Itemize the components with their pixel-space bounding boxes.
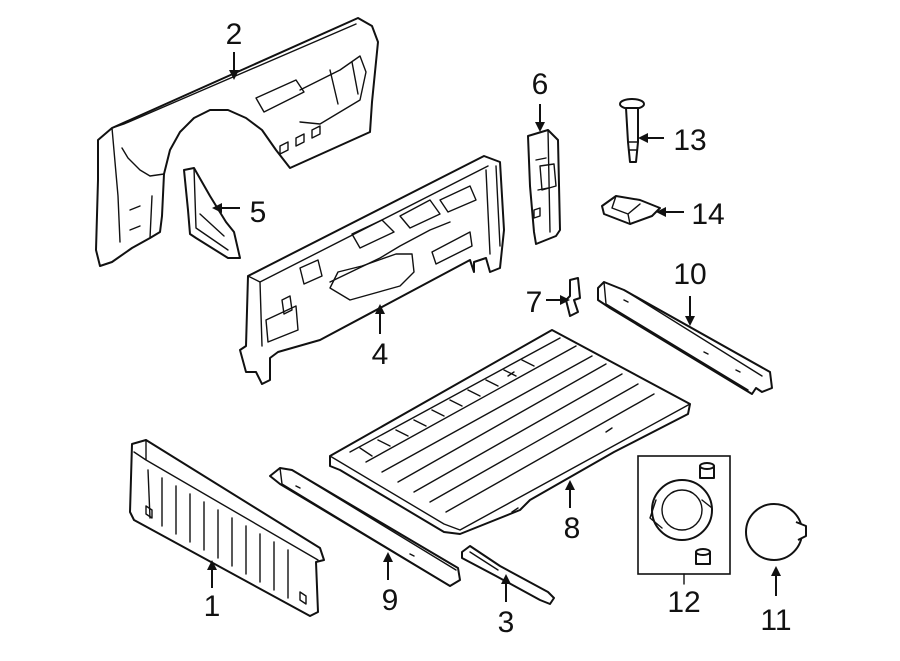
- callout-5: 5: [250, 196, 267, 229]
- callout-12: 12: [667, 586, 700, 619]
- part-12-carrier-kit: [637, 455, 731, 575]
- part-4-front-panel: [239, 155, 505, 385]
- part-3-rod: [461, 545, 555, 605]
- callout-14: 14: [691, 198, 724, 231]
- callout-11: 11: [760, 604, 791, 637]
- callout-4: 4: [372, 338, 389, 371]
- part-7-clip: [565, 277, 581, 317]
- callout-6: 6: [532, 68, 549, 101]
- callout-3: 3: [498, 606, 515, 639]
- callout-9: 9: [382, 584, 399, 617]
- leader-arrows: [207, 52, 781, 602]
- callout-10: 10: [673, 258, 706, 291]
- part-6-pillar: [527, 129, 561, 245]
- part-8-bed-floor: [329, 329, 691, 535]
- part-10-front-sill: [597, 281, 773, 395]
- part-1-tailgate: [129, 439, 325, 617]
- callout-13: 13: [673, 124, 706, 157]
- part-11-cap: [745, 503, 807, 561]
- callout-labels: 2 5 4 6 13 14 7 10 8 1 9 3 12 11: [204, 18, 792, 639]
- part-13-bolt: [619, 98, 645, 163]
- callout-8: 8: [564, 512, 581, 545]
- callout-1: 1: [204, 590, 221, 623]
- part-14-plate: [601, 195, 661, 225]
- callout-2: 2: [226, 18, 243, 51]
- part-9-side-sill: [269, 467, 461, 587]
- callout-7: 7: [526, 286, 543, 319]
- part-2-side-panel: [95, 17, 379, 267]
- part-5-bracket: [183, 167, 241, 259]
